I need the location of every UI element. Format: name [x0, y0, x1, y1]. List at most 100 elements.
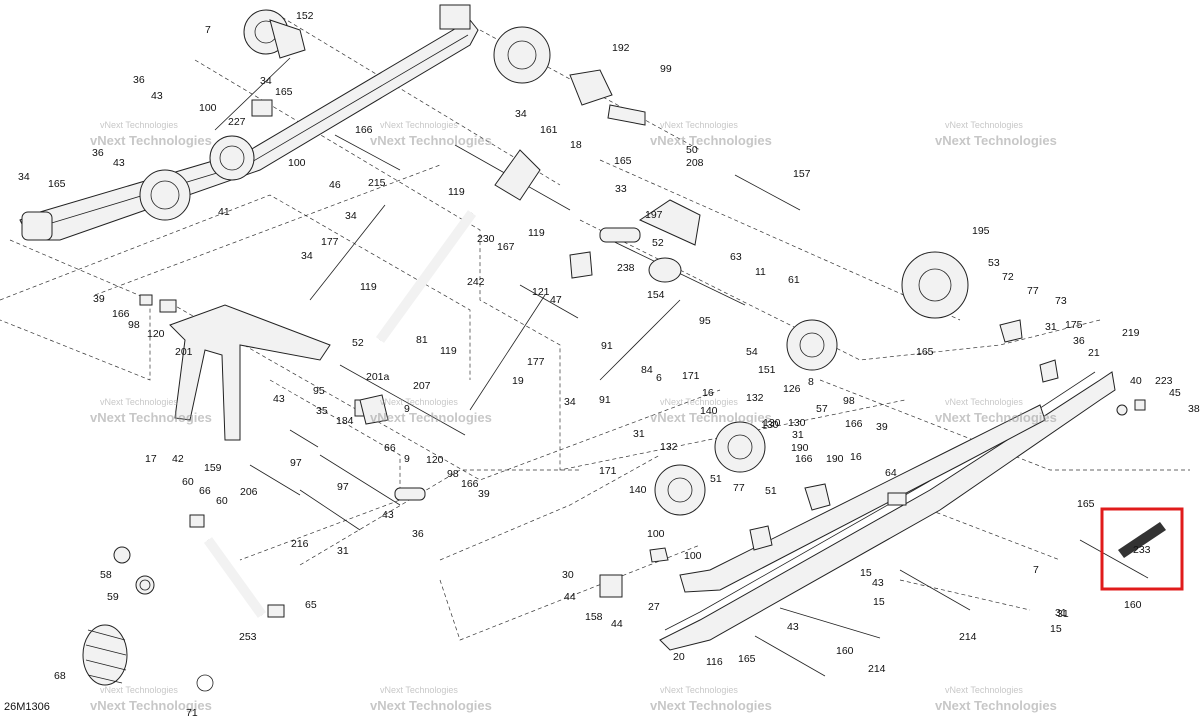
callout-190: 190 [791, 442, 809, 454]
callout-195: 195 [972, 225, 990, 237]
callout-184: 184 [336, 415, 354, 427]
callout-54: 54 [746, 346, 758, 358]
callout-52: 52 [352, 337, 364, 349]
callout-59: 59 [107, 591, 119, 603]
callout-98: 98 [447, 468, 459, 480]
callout-95: 95 [313, 385, 325, 397]
callout-165: 165 [275, 86, 293, 98]
callout-43: 43 [113, 157, 125, 169]
callout-60: 60 [182, 476, 194, 488]
callout-140: 140 [629, 484, 647, 496]
watermark-line1: vNext Technologies [380, 397, 458, 407]
highlight-box [1100, 507, 1184, 591]
watermark-line2: vNext Technologies [90, 133, 212, 148]
watermark-line2: vNext Technologies [90, 410, 212, 425]
callout-52: 52 [652, 237, 664, 249]
watermark-line1: vNext Technologies [945, 685, 1023, 695]
part-233-decal [1118, 522, 1166, 558]
callout-30: 30 [562, 569, 574, 581]
callout-216: 216 [291, 538, 309, 550]
callout-97: 97 [337, 481, 349, 493]
watermark-line1: vNext Technologies [660, 120, 738, 130]
callout-208: 208 [686, 157, 704, 169]
callout-121: 121 [532, 286, 550, 298]
watermark-line2: vNext Technologies [935, 133, 1057, 148]
callout-160: 160 [836, 645, 854, 657]
watermark-line2: vNext Technologies [650, 133, 772, 148]
callout-91: 91 [601, 340, 613, 352]
callout-39: 39 [478, 488, 490, 500]
callout-31: 31 [1045, 321, 1057, 333]
callout-44: 44 [611, 618, 623, 630]
watermarks: vNext Technologies vNext Technologies vN… [90, 120, 1057, 713]
callout-116: 116 [706, 656, 723, 668]
callout-159: 159 [204, 462, 222, 474]
watermark-line1: vNext Technologies [100, 397, 178, 407]
callout-84: 84 [641, 364, 653, 376]
callout-119: 119 [448, 186, 465, 198]
callout-230: 230 [477, 233, 495, 245]
callout-15: 15 [873, 596, 885, 608]
callout-91: 91 [599, 394, 611, 406]
callout-171: 171 [599, 465, 617, 477]
callout-63: 63 [730, 251, 742, 263]
callout-20: 20 [673, 651, 685, 663]
callout-40: 40 [1130, 375, 1142, 387]
callout-97: 97 [290, 457, 302, 469]
callout-227: 227 [228, 116, 246, 128]
callout-66: 66 [199, 485, 211, 497]
callout-34: 34 [515, 108, 527, 120]
callout-130: 130 [761, 419, 779, 431]
callout-171: 171 [682, 370, 700, 382]
callout-17: 17 [145, 453, 157, 465]
callout-177: 177 [527, 356, 545, 368]
callout-47: 47 [550, 294, 562, 306]
callout-140: 140 [700, 405, 718, 417]
callout-73: 73 [1055, 295, 1067, 307]
watermark-line2: vNext Technologies [90, 698, 212, 713]
diagram-code: 26M1306 [4, 701, 50, 713]
callout-15: 15 [860, 567, 872, 579]
callout-201a: 201a [366, 371, 390, 383]
watermark-line1: vNext Technologies [380, 685, 458, 695]
callout-34: 34 [564, 396, 576, 408]
callout-68: 68 [54, 670, 66, 682]
callout-15: 15 [1050, 623, 1062, 635]
callout-119: 119 [360, 281, 377, 293]
callout-190: 190 [826, 453, 844, 465]
wheels [82, 26, 969, 692]
callout-157: 157 [793, 168, 811, 180]
watermark-line1: vNext Technologies [945, 397, 1023, 407]
callout-166: 166 [795, 453, 813, 465]
watermark-line1: vNext Technologies [100, 120, 178, 130]
callout-53: 53 [988, 257, 1000, 269]
callout-130: 130 [763, 417, 781, 429]
callout-166: 166 [112, 308, 130, 320]
callout-57: 57 [816, 403, 828, 415]
callout-154: 154 [647, 289, 665, 301]
callout-44: 44 [564, 591, 576, 603]
callout-31: 31 [792, 429, 804, 441]
callout-95: 95 [699, 315, 711, 327]
callout-43: 43 [872, 577, 884, 589]
callout-31: 31 [337, 545, 349, 557]
callout-58: 58 [100, 569, 112, 581]
callout-64: 64 [885, 467, 897, 479]
right-rail-assembly [359, 251, 1149, 677]
dashed-outlines [0, 9, 1190, 641]
callout-43: 43 [382, 509, 394, 521]
watermark-line2: vNext Technologies [650, 698, 772, 713]
watermark-line1: vNext Technologies [100, 685, 178, 695]
callout-7: 7 [1033, 564, 1039, 576]
callout-233: 233 [1133, 544, 1151, 556]
callout-120: 120 [426, 454, 444, 466]
callout-36: 36 [133, 74, 145, 86]
callout-219: 219 [1122, 327, 1140, 339]
callout-6: 6 [656, 372, 662, 384]
watermark-line2: vNext Technologies [650, 410, 772, 425]
callout-39: 39 [876, 421, 888, 433]
callout-132: 132 [660, 441, 678, 453]
callout-45: 45 [1169, 387, 1181, 399]
callout-16: 16 [850, 451, 862, 463]
callout-165: 165 [916, 346, 934, 358]
